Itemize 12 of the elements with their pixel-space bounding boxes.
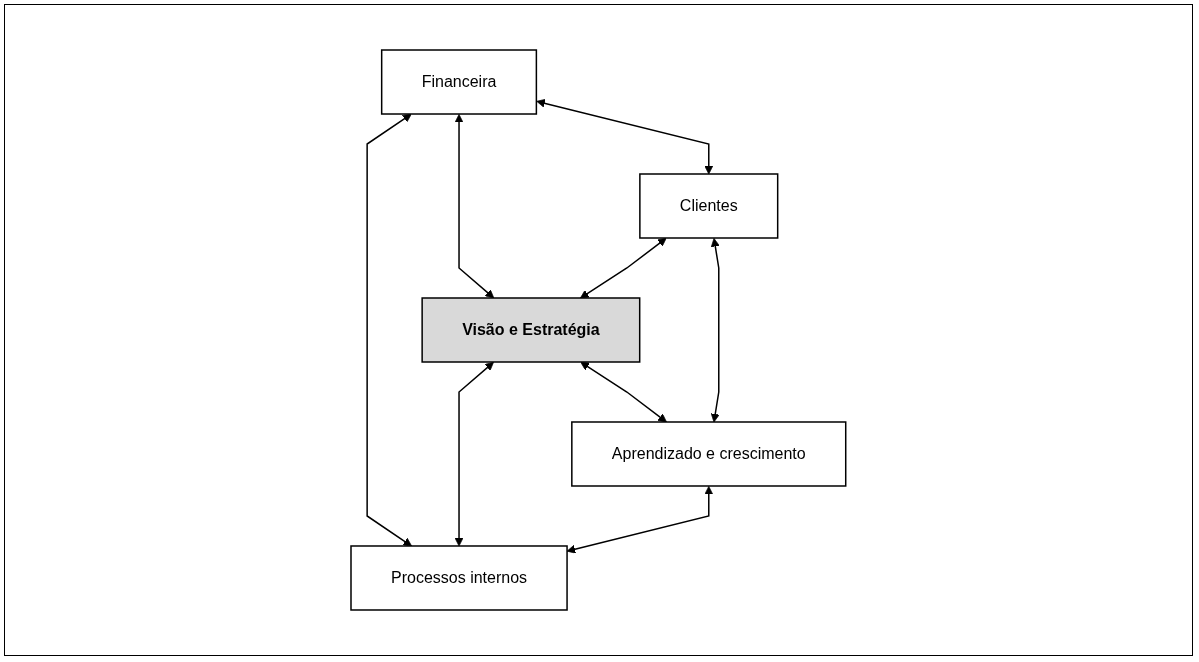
arrow [454,361,495,547]
arrow [536,98,714,175]
node-box: Financeira [381,49,538,115]
node-box: Visão e Estratégia [421,297,641,363]
arrow [711,238,720,423]
arrow [454,114,495,299]
arrow [580,361,668,423]
node-box: Aprendizado e crescimento [571,421,847,487]
arrow [580,237,667,299]
node-box: Processos internos [350,545,568,611]
node-box: Clientes [639,173,779,239]
arrow [366,113,413,547]
